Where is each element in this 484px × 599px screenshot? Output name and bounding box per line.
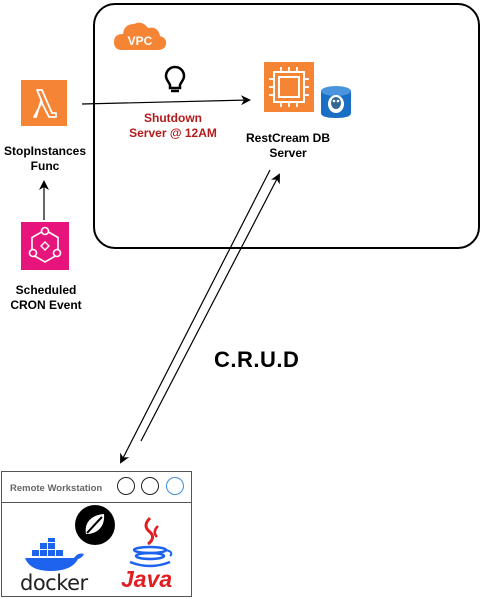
event-label-line2: CRON Event <box>10 298 82 312</box>
arrow-workstation-to-server <box>140 173 280 442</box>
server-label-line1: RestCream DB <box>245 131 331 145</box>
lambda-icon <box>21 80 67 126</box>
vpc-container <box>93 3 480 249</box>
spring-logo-icon <box>75 505 115 545</box>
lambda-label-line1: StopInstances <box>3 144 87 158</box>
docker-wordmark: docker <box>20 571 88 595</box>
vpc-badge-label: VPC <box>128 34 153 48</box>
arrow-lambda-to-server <box>81 95 251 106</box>
window-circle-3 <box>166 477 184 495</box>
lambda-label: StopInstances Func <box>0 144 90 174</box>
arrow-server-to-workstation <box>120 169 271 464</box>
event-label: Scheduled CRON Event <box>0 283 92 313</box>
ec2-server-icon <box>264 62 314 112</box>
lambda-label-line2: Func <box>30 159 60 173</box>
annotation-line2: Server @ 12AM <box>129 126 217 140</box>
event-label-line1: Scheduled <box>15 283 77 297</box>
annotation-line1: Shutdown <box>144 111 202 125</box>
window-circle-1 <box>117 477 135 495</box>
crud-label: C.R.U.D <box>214 347 300 372</box>
window-circle-2 <box>141 477 159 495</box>
postgres-db-icon <box>321 86 351 118</box>
workstation-header <box>1 471 192 503</box>
eventbridge-icon <box>21 222 69 270</box>
docker-whale-icon <box>25 538 84 571</box>
java-cup-icon <box>129 516 173 568</box>
server-label: RestCream DB Server <box>236 131 340 161</box>
shutdown-annotation: Shutdown Server @ 12AM <box>118 111 228 141</box>
workstation-title: Remote Workstation <box>10 483 103 494</box>
vpc-cloud-icon: VPC <box>114 22 167 50</box>
server-label-line2: Server <box>269 146 307 160</box>
lightbulb-icon <box>164 65 186 93</box>
java-wordmark: Java <box>121 566 173 592</box>
